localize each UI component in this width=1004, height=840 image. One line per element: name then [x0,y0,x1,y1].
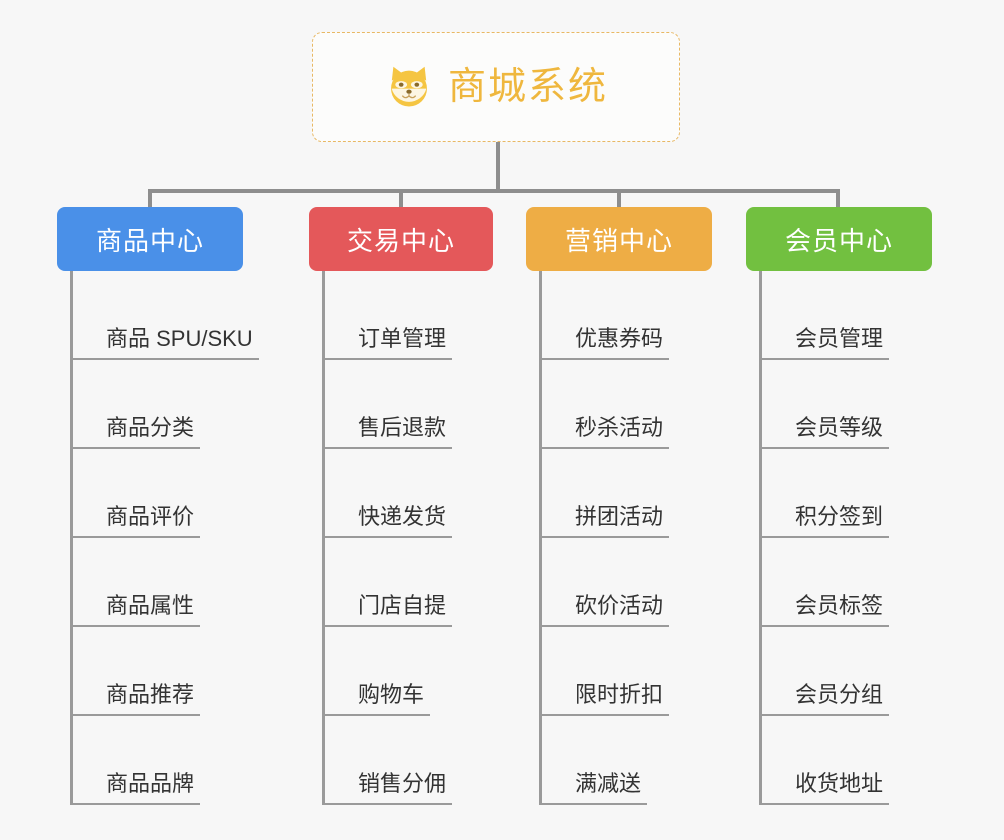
category-box-0[interactable]: 商品中心 [57,207,243,271]
category-box-2[interactable]: 营销中心 [526,207,712,271]
category-box-1[interactable]: 交易中心 [309,207,493,271]
leaf-label-3-5: 收货地址 [759,772,890,805]
leaf-label-3-3: 会员标签 [759,594,890,627]
spine-0 [70,271,73,805]
leaf-label-0-0: 商品 SPU/SKU [70,327,259,360]
list-item[interactable]: 商品属性 [70,538,243,627]
leaf-label-3-2: 积分签到 [759,505,890,538]
leaf-label-0-3: 商品属性 [70,594,201,627]
spine-2 [539,271,542,805]
leaf-label-0-1: 商品分类 [70,416,201,449]
leaf-group-2: 优惠券码 秒杀活动 拼团活动 砍价活动 限时折扣 满减送 [539,271,712,805]
root-node[interactable]: 商城系统 [312,32,680,142]
list-item[interactable]: 商品推荐 [70,627,243,716]
category-title-0: 商品中心 [95,225,204,256]
list-item[interactable]: 商品 SPU/SKU [70,271,259,360]
connector-drop-2 [617,189,621,211]
column-member-center: 会员中心 会员管理 会员等级 积分签到 会员标签 会员分组 收货地址 [746,207,932,805]
list-item[interactable]: 订单管理 [322,271,493,360]
category-box-3[interactable]: 会员中心 [746,207,932,271]
root-title: 商城系统 [447,66,608,108]
leaf-label-1-2: 快递发货 [322,505,453,538]
leaf-label-3-0: 会员管理 [759,327,890,360]
leaf-label-3-4: 会员分组 [759,683,890,716]
list-item[interactable]: 快递发货 [322,449,493,538]
list-item[interactable]: 满减送 [539,716,712,805]
list-item[interactable]: 销售分佣 [322,716,493,805]
connector-drop-3 [836,189,840,211]
leaf-label-1-0: 订单管理 [322,327,453,360]
leaf-label-1-3: 门店自提 [322,594,453,627]
leaf-group-0: 商品 SPU/SKU 商品分类 商品评价 商品属性 商品推荐 商品品牌 [70,271,259,805]
connector-drop-1 [399,189,403,211]
leaf-label-2-5: 满减送 [539,772,648,805]
list-item[interactable]: 收货地址 [759,716,932,805]
leaf-label-0-5: 商品品牌 [70,772,201,805]
column-trade-center: 交易中心 订单管理 售后退款 快递发货 门店自提 购物车 销售分佣 [309,207,493,805]
spine-3 [759,271,762,805]
leaf-label-1-4: 购物车 [322,683,431,716]
list-item[interactable]: 秒杀活动 [539,360,712,449]
column-marketing-center: 营销中心 优惠券码 秒杀活动 拼团活动 砍价活动 限时折扣 满减送 [526,207,712,805]
list-item[interactable]: 限时折扣 [539,627,712,716]
list-item[interactable]: 商品分类 [70,360,243,449]
list-item[interactable]: 商品评价 [70,449,243,538]
list-item[interactable]: 优惠券码 [539,271,712,360]
leaf-label-2-1: 秒杀活动 [539,416,670,449]
spine-1 [322,271,325,805]
category-title-3: 会员中心 [784,225,893,256]
leaf-label-2-4: 限时折扣 [539,683,670,716]
leaf-label-3-1: 会员等级 [759,416,890,449]
list-item[interactable]: 积分签到 [759,449,932,538]
leaf-label-2-0: 优惠券码 [539,327,670,360]
category-title-2: 营销中心 [564,225,673,256]
list-item[interactable]: 门店自提 [322,538,493,627]
column-product-center: 商品中心 商品 SPU/SKU 商品分类 商品评价 商品属性 商品推荐 商品品牌 [57,207,259,805]
list-item[interactable]: 会员标签 [759,538,932,627]
leaf-label-2-3: 砍价活动 [539,594,670,627]
leaf-label-0-2: 商品评价 [70,505,201,538]
shiba-dog-face-icon [391,66,427,107]
leaf-label-1-1: 售后退款 [322,416,453,449]
list-item[interactable]: 砍价活动 [539,538,712,627]
list-item[interactable]: 拼团活动 [539,449,712,538]
connector-root-stem [496,142,500,191]
list-item[interactable]: 商品品牌 [70,716,243,805]
connector-drop-0 [148,189,152,211]
list-item[interactable]: 购物车 [322,627,493,716]
leaf-label-1-5: 销售分佣 [322,772,453,805]
leaf-group-3: 会员管理 会员等级 积分签到 会员标签 会员分组 收货地址 [759,271,932,805]
category-title-1: 交易中心 [346,225,455,256]
list-item[interactable]: 会员分组 [759,627,932,716]
list-item[interactable]: 售后退款 [322,360,493,449]
leaf-label-0-4: 商品推荐 [70,683,201,716]
leaf-group-1: 订单管理 售后退款 快递发货 门店自提 购物车 销售分佣 [322,271,493,805]
connector-horizontal-bus [150,189,840,193]
leaf-label-2-2: 拼团活动 [539,505,670,538]
list-item[interactable]: 会员管理 [759,271,932,360]
list-item[interactable]: 会员等级 [759,360,932,449]
